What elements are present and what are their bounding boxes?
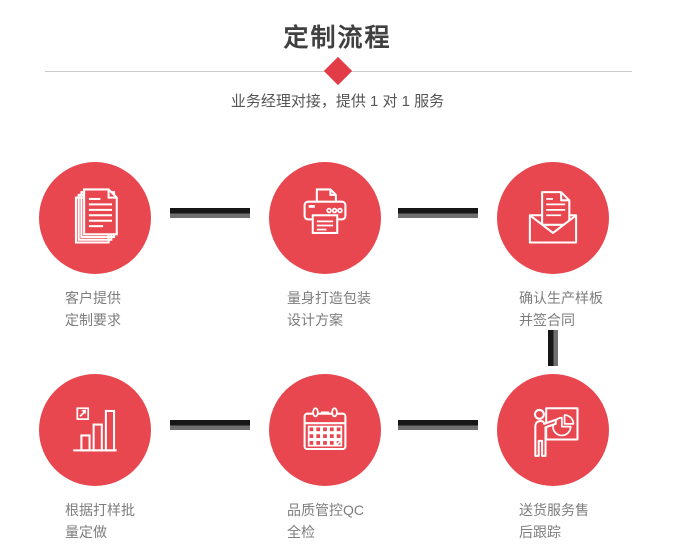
step-circle-sample-contract xyxy=(497,162,609,274)
printer-icon xyxy=(303,188,347,234)
step-circle-packaging-design xyxy=(269,162,381,274)
calendar-icon xyxy=(303,407,347,451)
step-label-line1: 客户提供 xyxy=(65,290,121,306)
connector-step4-step5 xyxy=(170,420,250,430)
connector-step2-step3 xyxy=(398,208,478,218)
step-label-sample-contract: 确认生产样板 并签合同 xyxy=(519,287,603,331)
bar-chart-icon xyxy=(73,407,117,452)
connector-step1-step2 xyxy=(170,208,250,218)
step-label-line2: 并签合同 xyxy=(519,312,575,328)
step-label-line1: 量身打造包装 xyxy=(287,290,371,306)
step-label-customer-requirements: 客户提供 定制要求 xyxy=(65,287,121,331)
step-circle-quality-control xyxy=(269,374,381,486)
step-label-line2: 全检 xyxy=(287,524,315,540)
envelope-icon xyxy=(528,191,578,244)
page-title: 定制流程 xyxy=(283,24,392,52)
step-label-line1: 送货服务售 xyxy=(519,502,589,518)
step-label-line2: 后跟踪 xyxy=(519,524,561,540)
step-label-delivery-aftersales: 送货服务售 后跟踪 xyxy=(519,499,589,543)
step-label-line1: 品质管控QC xyxy=(287,502,364,518)
step-label-line1: 根据打样批 xyxy=(65,502,135,518)
step-circle-customer-requirements xyxy=(39,162,151,274)
step-label-batch-production: 根据打样批 量定做 xyxy=(65,499,135,543)
connector-step5-step6 xyxy=(398,420,478,430)
diamond-icon xyxy=(323,56,353,86)
step-circle-delivery-aftersales xyxy=(497,374,609,486)
step-label-line1: 确认生产样板 xyxy=(519,290,603,306)
step-circle-batch-production xyxy=(39,374,151,486)
subtitle: 业务经理对接，提供 1 对 1 服务 xyxy=(230,93,445,110)
step-label-packaging-design: 量身打造包装 设计方案 xyxy=(287,287,371,331)
documents-icon xyxy=(74,188,118,244)
step-label-quality-control: 品质管控QC 全检 xyxy=(287,499,364,543)
step-label-line2: 设计方案 xyxy=(287,312,343,328)
step-label-line2: 定制要求 xyxy=(65,312,121,328)
step-label-line2: 量定做 xyxy=(65,524,107,540)
connector-step3-step6 xyxy=(548,330,558,366)
presenter-icon xyxy=(533,407,579,457)
